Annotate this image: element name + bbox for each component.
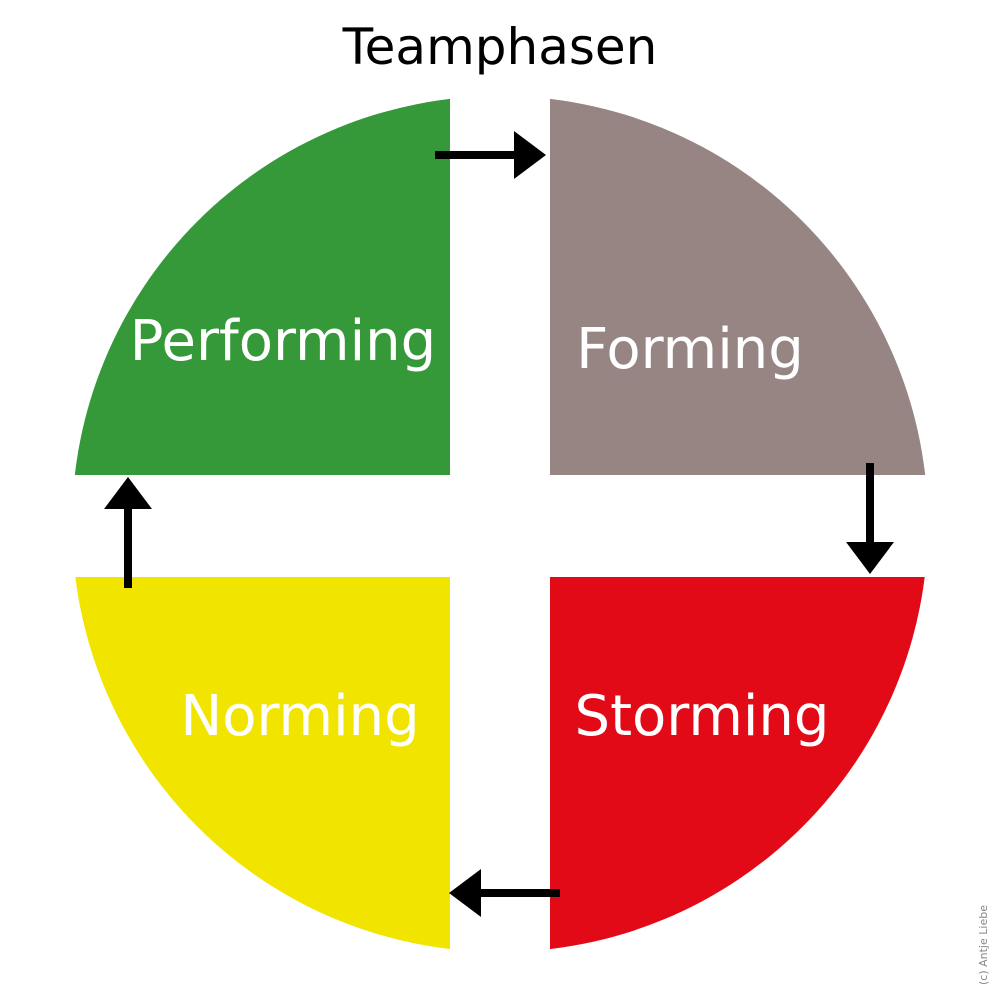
quadrant-performing [72,96,450,475]
label-forming: Forming [576,317,804,382]
quadrant-norming [72,577,450,952]
label-performing: Performing [130,309,436,374]
quadrant-storming [550,577,928,952]
label-norming: Norming [180,684,419,749]
diagram-title: Teamphasen [342,18,658,76]
quadrant-forming [550,96,928,475]
copyright-text: (c) Antje Liebe [977,905,990,985]
label-storming: Storming [575,684,830,749]
